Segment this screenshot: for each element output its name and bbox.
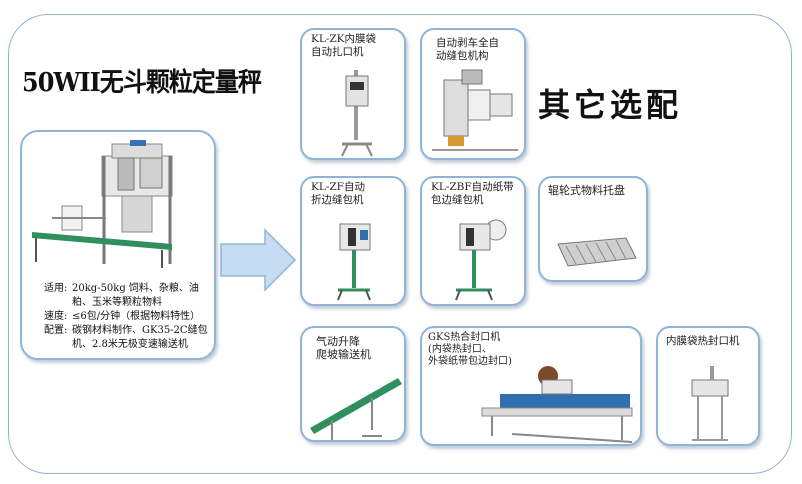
option-label: 气动升降 爬坡输送机 [316,335,371,361]
option-label: 内膜袋热封口机 [666,335,740,347]
spec-row-application: 适用: 20kg-50kg 饲料、杂粮、油粕、玉米等颗粒物料 [44,282,212,310]
spec-value: 碳钢材料制作、GK35-2C缝包机、2.8米无极变速输送机 [72,325,208,350]
option-label: GKS热合封口机 (内袋热封口、 外袋纸带包边封口) [428,332,512,367]
auto-sewing-machine-image [432,69,518,151]
kl-zbf-machine-image [455,219,507,301]
gks-heat-seal-image [481,366,633,443]
option-label: KL-ZK内膜袋 自动扎口机 [311,33,377,58]
option-card-gks-heat-seal: GKS热合封口机 (内袋热封口、 外袋纸带包边封口) [420,326,642,446]
kl-zf-machine-image [337,223,371,301]
spec-value: 20kg-50kg 饲料、杂粮、油粕、玉米等颗粒物料 [72,283,199,308]
option-card-auto-sewing: 自动剥车全自 动缝包机构 [420,28,526,160]
option-label: KL-ZF自动 折边缝包机 [311,181,365,206]
inner-bag-sealer-image [691,366,729,441]
lift-conveyor-image [310,378,402,440]
main-product-card: 适用: 20kg-50kg 饲料、杂粮、油粕、玉米等颗粒物料 速度: ≤6包/分… [20,130,216,360]
option-card-kl-zbf: KL-ZBF自动纸带 包边缝包机 [420,176,526,306]
main-machine-image [32,140,173,268]
kl-zk-machine-image [341,70,373,157]
main-title: 50WII无斗颗粒定量秤 [22,68,262,98]
option-card-inner-bag-sealer: 内膜袋热封口机 [656,326,760,446]
option-label: 自动剥车全自 动缝包机构 [436,37,499,62]
spec-row-speed: 速度: ≤6包/分钟（根据物料特性） [44,310,212,324]
option-card-roller-tray: 辊轮式物料托盘 [538,176,648,282]
spec-row-configuration: 配置: 碳钢材料制作、GK35-2C缝包机、2.8米无极变速输送机 [44,324,212,352]
spec-value: ≤6包/分钟（根据物料特性） [72,311,201,322]
option-card-kl-zk: KL-ZK内膜袋 自动扎口机 [300,28,406,160]
roller-tray-image [557,237,637,267]
option-label: 辊轮式物料托盘 [548,184,625,197]
spec-key: 速度: [44,311,68,322]
option-label: KL-ZBF自动纸带 包边缝包机 [431,181,514,206]
spec-key: 适用: [44,283,68,294]
option-card-lift-conveyor: 气动升降 爬坡输送机 [300,326,406,442]
spec-key: 配置: [44,325,68,336]
right-arrow-icon [220,228,297,292]
option-card-kl-zf: KL-ZF自动 折边缝包机 [300,176,406,306]
spec-list: 适用: 20kg-50kg 饲料、杂粮、油粕、玉米等颗粒物料 速度: ≤6包/分… [44,282,212,352]
options-title: 其它选配 [538,86,683,124]
